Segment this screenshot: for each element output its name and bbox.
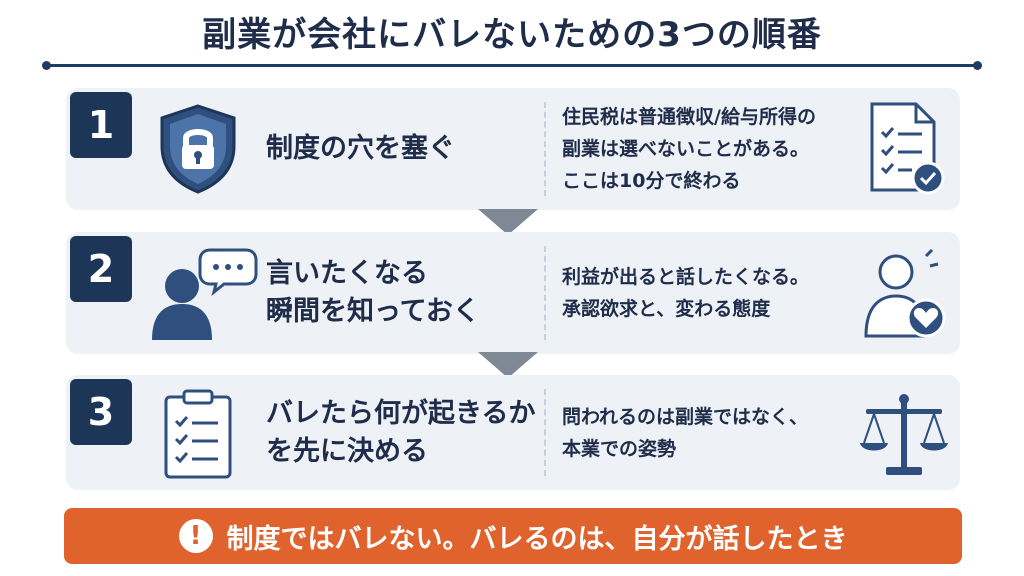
- step-1-heading-line: 制度の穴を塞ぐ: [266, 133, 455, 164]
- step-2-number: 2: [70, 236, 132, 302]
- step-1-desc-line: 住民税は普通徴収/給与所得の: [562, 106, 816, 128]
- step-3-card: 3 バレたら何が起きるか を先に決める 問われるのは副業ではなく、 本業での姿勢: [66, 375, 960, 490]
- step-2-divider: [544, 246, 546, 340]
- step-2-card: 2 言いたくなる 瞬間を知っておく 利益が出ると話したくなる。 承認欲求と、変わ…: [66, 232, 960, 354]
- step-2-desc-line: 利益が出ると話したくなる。: [562, 266, 810, 288]
- step-2-description: 利益が出ると話したくなる。 承認欲求と、変わる態度: [562, 232, 862, 354]
- shield-lock-icon: [148, 98, 248, 198]
- down-arrow-icon: [478, 209, 538, 235]
- clipboard-checklist-icon: [148, 385, 248, 485]
- step-1-number: 1: [70, 92, 132, 158]
- down-arrow-icon: [478, 352, 538, 378]
- step-3-description: 問われるのは副業ではなく、 本業での姿勢: [562, 375, 862, 490]
- step-3-desc-line: 問われるのは副業ではなく、: [562, 405, 809, 428]
- step-3-heading-line: を先に決める: [266, 435, 428, 467]
- step-2-heading-line: 瞬間を知っておく: [266, 296, 480, 327]
- step-1-card: 1 制度の穴を塞ぐ 住民税は普通徴収/給与所得の 副業は選べないことがある。 こ…: [66, 88, 960, 210]
- step-2-heading-line: 言いたくなる: [266, 258, 428, 289]
- page-title: 副業が会社にバレないための3つの順番: [202, 15, 822, 55]
- step-2-heading: 言いたくなる 瞬間を知っておく: [266, 232, 536, 354]
- step-3-heading-line: バレたら何が起きるか: [266, 397, 536, 429]
- step-3-divider: [544, 389, 546, 476]
- balance-scale-icon: [856, 385, 952, 485]
- banner-text: 制度ではバレない。バレるのは、自分が話したとき: [226, 523, 848, 555]
- step-1-heading: 制度の穴を塞ぐ: [266, 88, 536, 210]
- person-speech-bubble-icon: [148, 242, 258, 342]
- step-1-desc-line: ここは10分で終わる: [562, 170, 741, 192]
- step-3-desc-line: 本業での姿勢: [562, 437, 677, 460]
- checklist-document-icon: [856, 98, 952, 198]
- step-3-number: 3: [70, 379, 132, 445]
- step-1-desc-line: 副業は選べないことがある。: [562, 138, 810, 160]
- step-1-description: 住民税は普通徴収/給与所得の 副業は選べないことがある。 ここは10分で終わる: [562, 88, 862, 210]
- step-2-desc-line: 承認欲求と、変わる態度: [562, 298, 771, 320]
- exclamation-icon: !: [178, 519, 213, 553]
- warning-banner: ! 制度ではバレない。バレるのは、自分が話したとき: [64, 508, 962, 564]
- title-underline: [42, 61, 982, 70]
- step-1-divider: [544, 102, 546, 196]
- step-3-heading: バレたら何が起きるか を先に決める: [266, 375, 536, 490]
- person-heart-icon: [856, 242, 952, 342]
